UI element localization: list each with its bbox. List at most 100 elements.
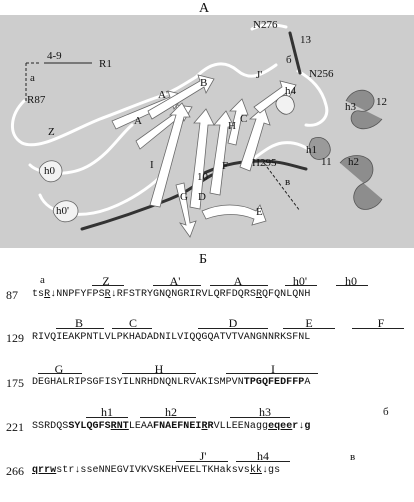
sequence-panel: a Z A' A h0' h0 87 tsR↓NNPFYFPSR↓RFSTRYG…: [0, 270, 414, 502]
ss-bar-i: [226, 373, 318, 374]
ss-label-h: H: [154, 362, 164, 376]
ss-bar-h1: [86, 417, 128, 418]
marker-a: a: [40, 274, 45, 286]
seq-row-129-number: 129: [6, 331, 24, 345]
label-13: 13: [300, 34, 312, 46]
label-v-marker: в: [285, 176, 290, 188]
seq-row-221: SSRDQSSYLQGFSRNTLEAAFNAEFNEIRRVLLEENagge…: [32, 421, 311, 432]
panel-b-label: Б: [199, 252, 208, 267]
label-n276: N276: [253, 19, 278, 31]
seq-row-87: tsR↓NNPFYFPSR↓RFSTRYGNQNGRIRVLQRFDQRSRQF…: [32, 289, 311, 300]
helix-h0-prime: [52, 200, 79, 223]
label-4-9: 4-9: [47, 50, 62, 62]
seq-row-266-number: 266: [6, 464, 24, 478]
ss-bar-e: [283, 328, 335, 329]
helix-h1: [308, 137, 331, 160]
strand-j-prime: [253, 80, 297, 114]
ss-bar-a: [210, 285, 268, 286]
label-a-prime: A': [158, 89, 168, 101]
label-12: 12: [376, 96, 387, 108]
label-h2: h2: [348, 156, 359, 168]
label-i: I: [150, 159, 154, 171]
label-h4: h4: [285, 85, 297, 97]
seq-row-221-number: 221: [6, 420, 24, 434]
ss-bar-d: [198, 328, 268, 329]
ss-bar-h: [122, 373, 196, 374]
strand-h: [209, 110, 235, 196]
upper-right-coil: [296, 69, 329, 127]
label-a-marker: a: [30, 72, 35, 84]
label-10: 10: [197, 171, 209, 183]
label-h: H: [228, 120, 236, 132]
ss-label-i: I: [271, 362, 275, 376]
strand-a-prime: [147, 74, 215, 120]
seq-row-129: RIVQIEAKPNTLVLPKHADADNILVIQQGQATVTVANGNN…: [32, 332, 311, 343]
seq-row-175: DEGHALRIPSGFISYILNRHDNQNLRVAKISMPVNTPGQF…: [32, 377, 311, 388]
label-h3: h3: [345, 101, 357, 113]
ss-bar-h0: [336, 285, 368, 286]
label-n256: N256: [309, 68, 334, 80]
ss-bar-f: [352, 328, 404, 329]
beta-strands: [111, 74, 297, 238]
n-terminal-coil: [11, 75, 198, 147]
label-a: A: [134, 115, 142, 127]
label-z: Z: [48, 126, 55, 138]
ss-label-h1: h1: [101, 405, 113, 419]
ss-bar-c: [112, 328, 152, 329]
panel-a-label: A: [199, 1, 210, 16]
strand-i: [149, 102, 191, 208]
ss-bar-a-prime: [153, 285, 201, 286]
ss-label-h3: h3: [259, 405, 271, 419]
helix-h3: [345, 89, 383, 130]
label-c: C: [240, 113, 247, 125]
ss-label-h0: h0: [345, 274, 357, 288]
helix-h2: [339, 155, 383, 210]
ss-label-h2: h2: [165, 405, 177, 419]
label-r1: R1: [99, 58, 112, 70]
ss-bar-j-prime: [176, 461, 228, 462]
alpha-helices: [38, 89, 383, 223]
label-g: G: [180, 191, 188, 203]
ss-label-j-prime: J': [199, 449, 207, 463]
strand-c: [227, 98, 249, 146]
ss-label-c: C: [128, 316, 137, 330]
ss-bar-h4: [236, 461, 290, 462]
strand-g: [175, 182, 197, 238]
ss-label-d: D: [228, 316, 238, 330]
label-b-marker: б: [286, 54, 292, 66]
h0-prime-coil: [38, 175, 162, 216]
ss-label-b: B: [74, 316, 83, 330]
label-b: B: [200, 77, 207, 89]
label-j-prime: J': [256, 69, 262, 81]
loop-11: [248, 141, 320, 163]
ss-label-h0-prime: h0': [292, 274, 308, 288]
n276-coil: [250, 23, 288, 31]
ss-bar-b: [56, 328, 104, 329]
ss-label-a: A: [233, 274, 243, 288]
ss-label-h4: h4: [257, 449, 269, 463]
helix-h0: [38, 160, 63, 183]
strand-d: [189, 108, 215, 210]
strand-e: [201, 204, 267, 226]
b-coil: [194, 62, 278, 79]
strand-f: [239, 106, 271, 172]
helix-h4: [275, 95, 295, 115]
ss-bar-z: [92, 285, 124, 286]
ss-label-f: F: [377, 316, 385, 330]
ss-label-g: G: [54, 362, 64, 376]
label-d: D: [198, 191, 206, 203]
segment-13: [288, 31, 302, 75]
ss-label-a-prime: A': [169, 274, 181, 288]
label-h295: H295: [252, 157, 277, 169]
ss-bar-g: [38, 373, 82, 374]
marker-v: в: [350, 451, 356, 463]
seq-row-175-number: 175: [6, 376, 24, 390]
ss-label-e: E: [305, 316, 313, 330]
label-11: 11: [321, 156, 332, 168]
ss-label-z: Z: [102, 274, 110, 288]
label-r87: R87: [27, 94, 46, 106]
protein-structure-panel: N276 N256 13 б R1 4-9 a R87 B A' A J' h4…: [0, 15, 414, 248]
ss-bar-h2: [140, 417, 196, 418]
ss-bar-h3: [230, 417, 290, 418]
label-e: E: [256, 206, 263, 218]
